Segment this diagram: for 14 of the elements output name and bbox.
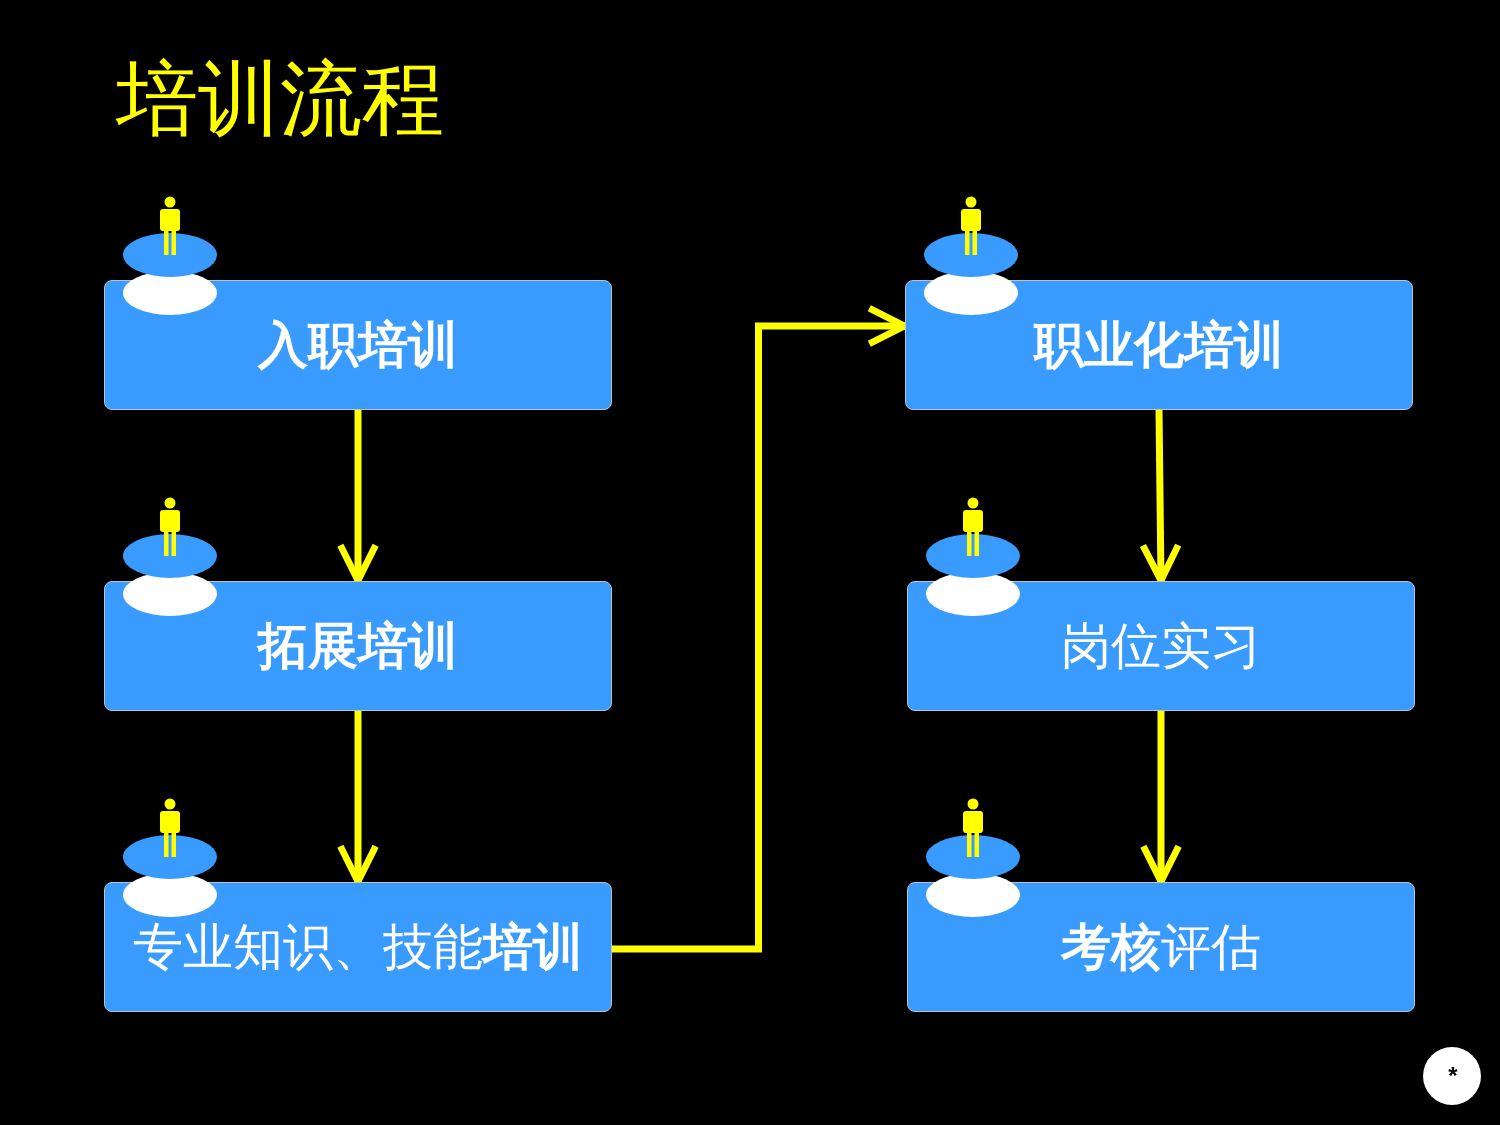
- title: 培训流程: [116, 52, 444, 146]
- footer-badge: *: [1423, 1047, 1481, 1105]
- box-label: 岗位实习: [1061, 616, 1261, 676]
- box-label: 考核评估: [1061, 917, 1261, 977]
- box-label: 职业化培训: [1034, 315, 1284, 375]
- process-box: [907, 882, 1415, 1012]
- box-label: 专业知识、技能培训: [133, 917, 583, 977]
- process-box: [104, 882, 612, 1012]
- box-label: 拓展培训: [258, 616, 458, 676]
- process-box: [905, 280, 1413, 410]
- box-label: 入职培训: [258, 315, 458, 375]
- process-box: [907, 581, 1415, 711]
- process-box: [104, 280, 612, 410]
- process-box: [104, 581, 612, 711]
